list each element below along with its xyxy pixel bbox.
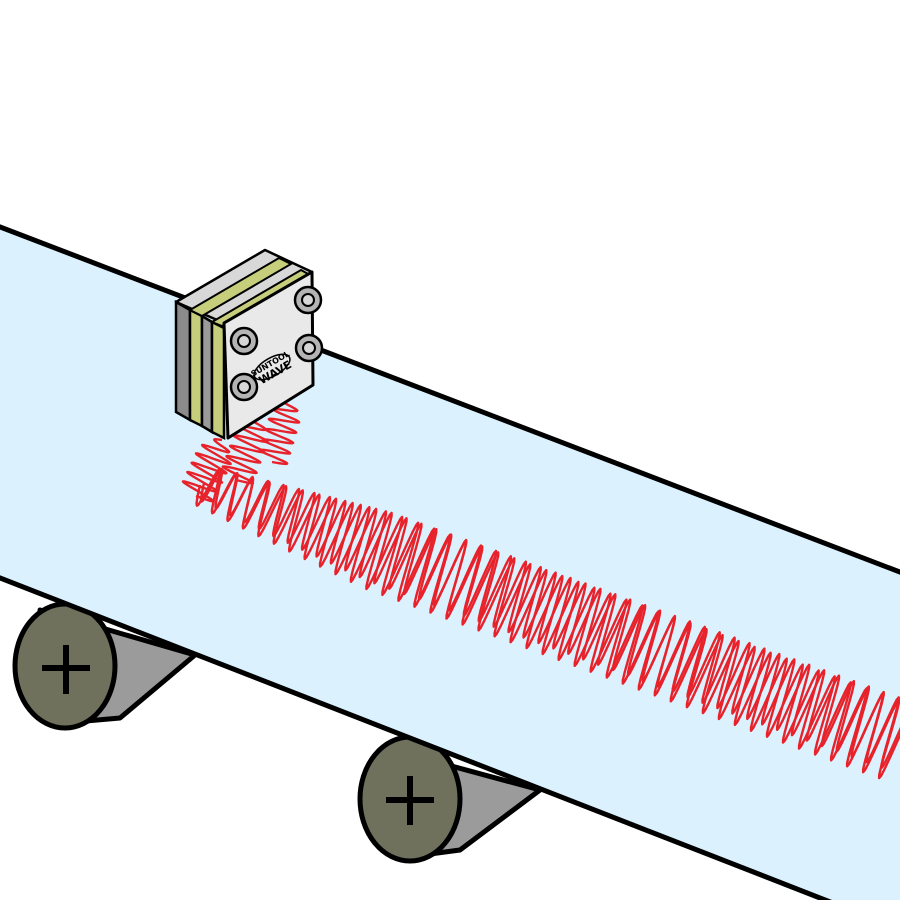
belt-top-edge [0, 224, 900, 575]
device-side-stripe-1 [188, 307, 204, 429]
device-side-mid [200, 313, 214, 435]
wave-burst-mid [221, 416, 269, 485]
device-side-stripe-2 [210, 319, 226, 441]
bolt-icon [294, 333, 324, 363]
bolt-icon [229, 372, 259, 402]
wave-beam-main-overlay [199, 467, 900, 769]
roller-right [357, 734, 543, 864]
roller-plus-icon [42, 645, 90, 694]
ultrasonic-wave [181, 398, 900, 780]
device-top-stripe-1 [187, 256, 294, 318]
roller-plus-icon [386, 776, 434, 825]
bolt-icon [293, 285, 323, 315]
wave-burst-right [258, 398, 301, 466]
wave-burst-left [181, 438, 232, 503]
sensor-device: SUNTOOL WAVE [174, 248, 324, 441]
device-side-back [174, 299, 192, 423]
bolt-icon [229, 326, 259, 356]
belt-bottom-edge [0, 575, 833, 900]
